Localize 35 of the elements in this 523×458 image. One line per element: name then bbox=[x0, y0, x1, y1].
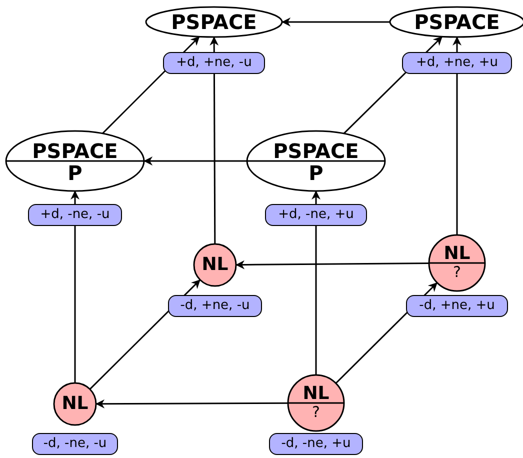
class-label: NL bbox=[200, 255, 230, 275]
arrow bbox=[282, 18, 390, 26]
tag-label: +d, +ne, +u bbox=[402, 52, 512, 74]
subclass-label: ? bbox=[311, 404, 321, 421]
arrow bbox=[70, 190, 80, 383]
arrow bbox=[312, 190, 320, 375]
class-label: NL bbox=[302, 384, 330, 404]
class-label: NL bbox=[442, 244, 472, 264]
subclass-label: P bbox=[308, 162, 324, 184]
subclass-label: ? bbox=[452, 264, 462, 281]
class-label: PSPACE bbox=[31, 140, 119, 162]
tag-label: +d, -ne, +u bbox=[265, 204, 367, 226]
class-ellipse bbox=[246, 130, 386, 192]
arrow bbox=[96, 399, 288, 408]
class-ellipse bbox=[145, 6, 283, 38]
arrow bbox=[452, 36, 462, 235]
class-label: PSPACE bbox=[413, 11, 501, 33]
class-circle bbox=[53, 382, 97, 426]
tag-label: -d, -ne, +u bbox=[269, 433, 363, 455]
tag-label: +d, +ne, -u bbox=[163, 52, 265, 74]
class-circle bbox=[428, 234, 486, 292]
class-circle bbox=[193, 243, 237, 287]
class-circle bbox=[287, 374, 345, 432]
arrow bbox=[210, 36, 219, 244]
class-ellipse bbox=[5, 130, 145, 192]
tag-label: -d, -ne, -u bbox=[32, 433, 118, 455]
tag-label: -d, +ne, -u bbox=[168, 295, 262, 317]
class-label: PSPACE bbox=[272, 140, 360, 162]
arrow bbox=[144, 156, 247, 166]
class-label: PSPACE bbox=[170, 11, 258, 33]
arrow bbox=[236, 260, 429, 270]
class-label: NL bbox=[60, 394, 90, 414]
tag-label: +d, -ne, -u bbox=[28, 204, 122, 226]
tag-label: -d, +ne, +u bbox=[406, 295, 508, 317]
subclass-label: P bbox=[66, 162, 84, 184]
